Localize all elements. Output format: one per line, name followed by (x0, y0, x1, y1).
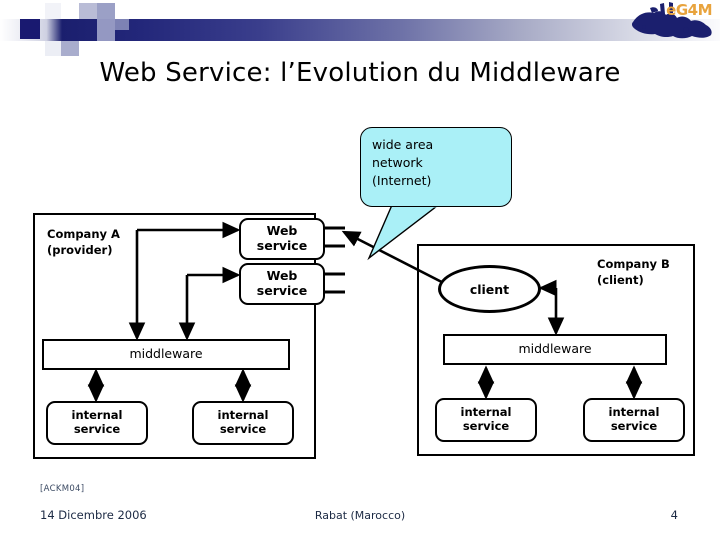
header-square-decor (61, 3, 79, 19)
company-a-label: Company A (provider) (47, 227, 120, 258)
company-a-internal-service-2[interactable]: internal service (192, 401, 294, 445)
footer-place: Rabat (Marocco) (314, 509, 406, 522)
eg4m-logo: eG4M (630, 0, 716, 46)
company-b-internal-service-2[interactable]: internal service (583, 398, 685, 442)
callout-line-1: wide area (372, 137, 434, 152)
company-b-label-line1: Company B (597, 257, 670, 271)
citation-reference: [ACKM04] (40, 484, 85, 494)
header-square-decor (97, 19, 115, 41)
header-gradient-bar (62, 19, 720, 41)
client-label: client (469, 281, 510, 297)
internal-service-b2-label: internal service (608, 405, 660, 433)
header-square-decor (61, 41, 79, 56)
company-b-label-line2: (client) (597, 272, 644, 287)
callout-line-2: network (372, 155, 423, 171)
header-square-accent (20, 19, 40, 39)
header-band (0, 0, 720, 56)
footer-page-number: 4 (670, 508, 678, 522)
internal-service-a2-label: internal service (217, 408, 269, 436)
page-title: Web Service: l’Evolution du Middleware (99, 58, 621, 88)
header-square-decor (79, 41, 97, 56)
logo-text: eG4M (666, 1, 712, 19)
callout-line-3: (Internet) (372, 173, 432, 189)
company-a-label-line2: (provider) (47, 242, 113, 257)
company-a-container (33, 213, 316, 459)
web-service-1-label: Web service (256, 223, 308, 253)
company-a-web-service-1[interactable]: Web service (239, 218, 325, 260)
wide-area-network-callout: wide area network (Internet) (360, 127, 512, 207)
company-a-middleware-label: middleware (129, 346, 203, 362)
header-square-decor (97, 3, 115, 19)
header-square-decor (115, 19, 129, 30)
internal-service-a1-label: internal service (71, 408, 123, 436)
company-b-internal-service-1[interactable]: internal service (435, 398, 537, 442)
company-a-middleware[interactable]: middleware (42, 339, 290, 370)
company-b-label: Company B (client) (597, 257, 670, 288)
header-square-decor (45, 3, 61, 19)
company-a-label-line1: Company A (47, 227, 120, 241)
company-b-client-node[interactable]: client (438, 265, 541, 313)
company-b-middleware-label: middleware (518, 341, 592, 357)
company-b-container (417, 244, 695, 456)
web-service-2-label: Web service (256, 268, 308, 298)
header-square-decor (45, 41, 61, 56)
mediterranean-map-icon (631, 2, 712, 39)
company-b-middleware[interactable]: middleware (443, 334, 667, 365)
company-a-internal-service-1[interactable]: internal service (46, 401, 148, 445)
footer-date: 14 Dicembre 2006 (40, 508, 147, 522)
header-square-decor (79, 3, 97, 19)
internal-service-b1-label: internal service (460, 405, 512, 433)
company-a-web-service-2[interactable]: Web service (239, 263, 325, 305)
